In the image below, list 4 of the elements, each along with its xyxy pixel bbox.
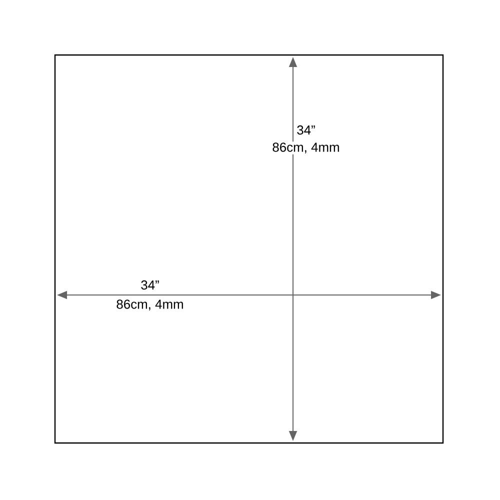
dimension-label: 34” bbox=[140, 279, 160, 291]
dimension-label: 34” bbox=[296, 124, 316, 136]
dimension-label: 86cm, 4mm bbox=[271, 142, 341, 154]
dimension-label: 86cm, 4mm bbox=[115, 298, 185, 312]
